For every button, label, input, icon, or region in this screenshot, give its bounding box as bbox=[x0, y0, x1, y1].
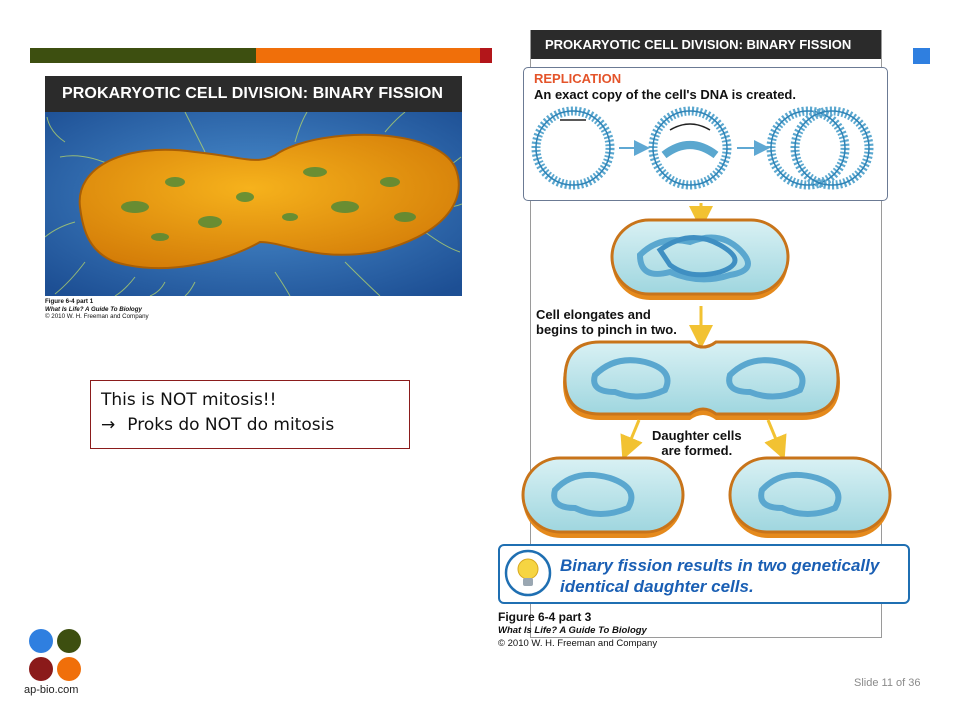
note-line-2: Proks do NOT do mitosis bbox=[127, 415, 335, 435]
replication-title: REPLICATION bbox=[534, 71, 622, 86]
conclusion-box: Binary fission results in two geneticall… bbox=[498, 544, 910, 604]
note-line-1: This is NOT mitosis!! bbox=[101, 390, 277, 410]
figure-caption-copyright: © 2010 W. H. Freeman and Company bbox=[498, 638, 658, 649]
daughter-label-line-2: are formed. bbox=[661, 443, 733, 458]
daughter-label-line-1: Daughter cells bbox=[652, 428, 742, 443]
lightbulb-icon bbox=[504, 549, 552, 597]
conclusion-text: Binary fission results in two geneticall… bbox=[560, 555, 879, 597]
accent-bar-orange bbox=[256, 48, 480, 63]
accent-bar-red bbox=[480, 48, 492, 63]
note-box: This is NOT mitosis!! → Proks do NOT do m… bbox=[90, 380, 410, 449]
micrograph-caption-figure: Figure 6-4 part 1 bbox=[45, 298, 94, 305]
micrograph-title: PROKARYOTIC CELL DIVISION: BINARY FISSIO… bbox=[45, 76, 462, 112]
note-line-2-row: → Proks do NOT do mitosis bbox=[101, 413, 399, 438]
bacterium-micrograph bbox=[45, 112, 462, 296]
figure-caption: Figure 6-4 part 3 What Is Life? A Guide … bbox=[498, 611, 657, 650]
conclusion-line-2: identical daughter cells. bbox=[560, 577, 754, 596]
daughter-cell-left bbox=[521, 456, 685, 538]
elongate-label-line-2: begins to pinch in two. bbox=[536, 322, 677, 337]
conclusion-line-1: Binary fission results in two geneticall… bbox=[560, 556, 880, 575]
arrow-right-icon: → bbox=[101, 415, 116, 435]
micrograph-caption-book: What Is Life? A Guide To Biology bbox=[45, 305, 142, 313]
dna-replication-stage-1 bbox=[531, 106, 615, 190]
elongate-label: Cell elongates and begins to pinch in tw… bbox=[536, 307, 677, 337]
figure-caption-book: What Is Life? A Guide To Biology bbox=[498, 625, 647, 636]
ap-bio-logo-icon bbox=[29, 629, 81, 681]
cell-pinching bbox=[563, 340, 840, 420]
elongate-label-line-1: Cell elongates and bbox=[536, 307, 651, 322]
logo-text: ap-bio.com bbox=[24, 684, 79, 696]
dna-replication-stage-3 bbox=[766, 106, 874, 190]
figure-caption-number: Figure 6-4 part 3 bbox=[498, 610, 592, 624]
daughter-cell-right bbox=[728, 456, 892, 538]
accent-bars bbox=[30, 48, 492, 63]
daughter-label: Daughter cells are formed. bbox=[652, 428, 742, 458]
figure-title: PROKARYOTIC CELL DIVISION: BINARY FISSIO… bbox=[531, 30, 881, 59]
micrograph-caption: Figure 6-4 part 1 What Is Life? A Guide … bbox=[45, 298, 149, 321]
micrograph-caption-copyright: © 2010 W. H. Freeman and Company bbox=[45, 313, 149, 320]
slide-number: Slide 11 of 36 bbox=[854, 677, 921, 689]
accent-bar-green bbox=[30, 48, 256, 63]
micrograph-figure: PROKARYOTIC CELL DIVISION: BINARY FISSIO… bbox=[45, 76, 462, 296]
corner-square bbox=[913, 48, 930, 64]
replication-description: An exact copy of the cell's DNA is creat… bbox=[534, 87, 796, 102]
dna-replication-stage-2 bbox=[648, 106, 732, 190]
cell-replicated-dna bbox=[610, 218, 790, 300]
